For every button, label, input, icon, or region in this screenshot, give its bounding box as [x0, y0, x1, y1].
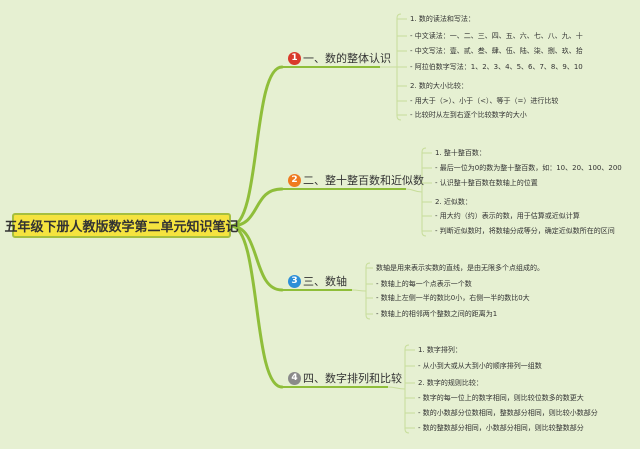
topic-4: 4 四、数字排列和比较 [288, 368, 402, 388]
leaf-item: 1. 数的读法和写法： [410, 15, 475, 23]
leaf-item: - 中文读法：一、二、三、四、五、六、七、八、九、十 [410, 32, 583, 40]
main-branch [229, 224, 284, 389]
leaf-bracket [365, 262, 371, 320]
topic-connector [351, 289, 367, 292]
topic-title: 二、整十整百数和近似数 [303, 174, 424, 187]
leaf-item: 数轴是用来表示实数的直线，是由无限多个点组成的。 [376, 264, 544, 272]
leaf-item: 1. 整十整百数： [435, 149, 486, 157]
leaf-item: - 从小到大或从大到小的顺序排列一组数 [418, 362, 542, 370]
leaf-bracket [404, 344, 410, 434]
leaf-item: - 数轴上左侧一半的数比0小，右侧一半的数比0大 [376, 294, 530, 302]
leaf-item: - 数轴上的相邻两个整数之间的距离为1 [376, 310, 498, 318]
topic-number-badge: 1 [288, 51, 301, 65]
leaf-item: - 数字的每一位上的数字相同，则比较位数多的数更大 [418, 394, 584, 402]
main-branch [229, 65, 284, 228]
topic-number-badge: 2 [288, 173, 301, 187]
leaf-item: - 中文写法：壹、贰、叁、肆、伍、陆、柒、捌、玖、拾 [410, 47, 583, 55]
leaf-branches [351, 13, 432, 434]
central-topic: 五年级下册人教版数学第二单元知识笔记 [5, 213, 239, 238]
main-branch [229, 187, 284, 228]
leaf-item: - 阿拉伯数字写法：1、2、3、4、5、6、7、8、9、10 [410, 63, 583, 71]
leaf-item: 2. 数的大小比较： [410, 82, 468, 90]
leaf-item: - 最后一位为0的数为整十整百数，如：10、20、100、200 [435, 164, 622, 172]
leaf-item: - 用大于（>）、小于（<）、等于（=）进行比较 [410, 97, 559, 105]
leaf-item: 2. 近似数： [435, 198, 472, 206]
topic-title: 三、数轴 [303, 275, 347, 288]
topic-connector [387, 386, 406, 390]
topic-number-badge: 4 [288, 371, 301, 385]
leaf-item: - 数的小数部分位数相同，整数部分相同，则比较小数部分 [418, 409, 598, 417]
leaf-bracket [421, 147, 427, 237]
leaf-item: - 数轴上的每一个点表示一个数 [376, 280, 472, 288]
leaf-item: - 比较时从左到右逐个比较数字的大小 [410, 111, 527, 119]
topic-title: 四、数字排列和比较 [303, 372, 402, 385]
leaf-item: - 判断近似数时，将数轴分成等分，确定近似数所在的区间 [435, 227, 615, 235]
main-branch [229, 224, 284, 292]
topic-3: 3 三、数轴 [288, 271, 347, 291]
topic-number-badge: 3 [288, 274, 301, 288]
leaf-item: 2. 数字的规则比较： [418, 379, 483, 387]
main-branches [229, 65, 406, 389]
leaf-item: - 数的整数部分相同，小数部分相同，则比较整数部分 [418, 424, 584, 432]
topic-title: 一、数的整体认识 [303, 52, 391, 65]
leaf-item: - 用大约（约）表示的数，用于估算或近似计算 [435, 212, 580, 220]
leaf-item: - 认识整十整百数在数轴上的位置 [435, 179, 538, 187]
leaf-item: 1. 数字排列： [418, 346, 462, 354]
topic-1: 1 一、数的整体认识 [288, 48, 391, 68]
topic-2: 2 二、整十整百数和近似数 [288, 170, 424, 190]
topic-connector [405, 188, 423, 193]
